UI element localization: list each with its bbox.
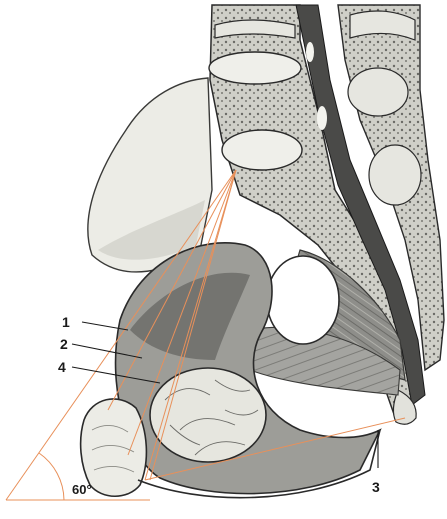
- vertebral-disc: [222, 130, 302, 170]
- obturator-foramen: [150, 368, 266, 462]
- canal-highlight: [317, 106, 327, 130]
- angle-label: 60°: [72, 482, 92, 497]
- label-2: 2: [60, 336, 68, 352]
- label-1: 1: [62, 314, 70, 330]
- label-3: 3: [372, 479, 380, 495]
- canal-highlight: [306, 42, 314, 62]
- sacral-segment: [369, 145, 421, 205]
- greater-sciatic-foramen: [267, 256, 339, 344]
- label-4: 4: [58, 359, 66, 375]
- vertebral-disc: [209, 52, 301, 84]
- sacral-segment: [348, 68, 408, 116]
